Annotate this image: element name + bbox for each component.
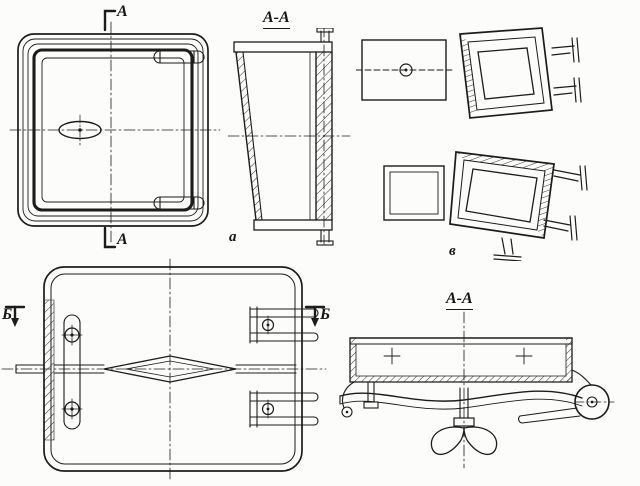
corner-clamp-details-drawing [356, 27, 588, 261]
section-mark-a-bottom [103, 226, 117, 249]
center-handle-diamond [103, 355, 237, 383]
hook-lower-3 [493, 237, 522, 261]
stud-top [316, 28, 334, 43]
section-label-a-top: А [117, 3, 128, 20]
hook-lower-2 [543, 215, 578, 241]
section-label-a-bottom: А [117, 231, 128, 248]
hook-lower-1 [553, 165, 588, 191]
section-mark-b-right [304, 305, 326, 327]
door-section-aa-drawing [339, 311, 615, 469]
handle-oval [58, 114, 102, 146]
door-leaf-section [349, 337, 573, 383]
right-clamp-bottom [249, 390, 319, 428]
subfigure-label-a: а [229, 229, 237, 245]
hook-upper-1 [551, 37, 580, 63]
left-hook-lever [341, 381, 379, 418]
hinge-top [153, 50, 205, 64]
frame-plan-view-drawing [9, 9, 221, 249]
left-strap [61, 314, 83, 430]
frame-gasket-section [339, 390, 583, 410]
stud-bottom [316, 229, 334, 246]
section-aa-profile-drawing [228, 28, 351, 246]
door-plan-view-drawing [1, 258, 327, 482]
section-mark-b-left [4, 305, 26, 327]
hook-upper-2 [553, 77, 582, 103]
subfigure-label-v: в [449, 243, 456, 259]
right-clamp-top [249, 306, 319, 344]
lower-clamp-view [383, 151, 588, 261]
upper-clamp-view [356, 27, 582, 119]
section-label-b-left: Б [2, 306, 13, 323]
section-mark-a-top [103, 9, 117, 32]
pivot-hinge [518, 369, 615, 424]
hinge-bottom [153, 196, 205, 210]
view-label-aa-bottom: А-А [446, 291, 473, 310]
section-label-b-right: Б [320, 306, 331, 323]
view-label-aa-top: А-А [263, 10, 290, 29]
